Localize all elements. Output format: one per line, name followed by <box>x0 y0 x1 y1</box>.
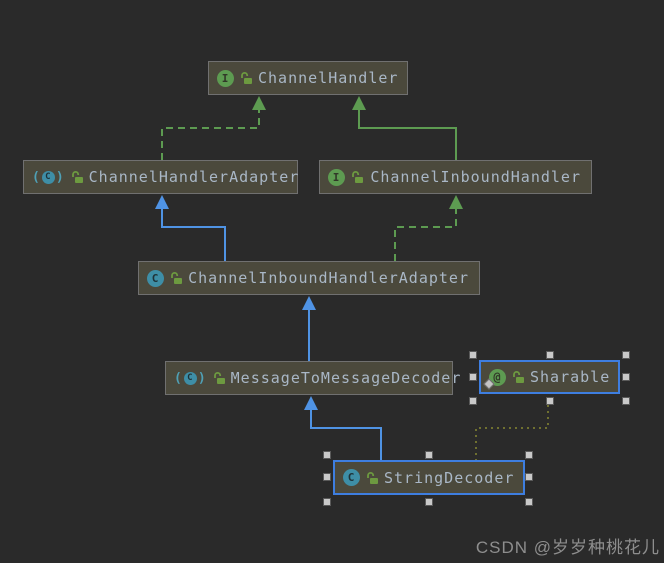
selection-handle[interactable] <box>469 373 477 381</box>
node-label: ChannelHandlerAdapter <box>88 168 300 186</box>
abstract-class-icon: (C) <box>32 169 65 185</box>
edge-channelhandleradapter-to-channelhandler <box>161 96 266 160</box>
edge-channelinboundhandleradapter-to-channelinboundhandler <box>394 195 463 261</box>
node-label: StringDecoder <box>384 468 515 487</box>
edge-messagetomessagedecoder-to-channelinboundhandleradapter <box>302 296 316 361</box>
edge-stringdecoder-to-messagetomessagedecoder <box>304 396 382 461</box>
selection-handle[interactable] <box>323 498 331 506</box>
node-label: ChannelInboundHandlerAdapter <box>188 269 469 287</box>
selection-handle[interactable] <box>525 498 533 506</box>
interface-icon: I <box>217 69 234 87</box>
selection-handle[interactable] <box>525 473 533 481</box>
node-label: ChannelHandler <box>258 69 399 87</box>
edge-channelinboundhandleradapter-to-channelhandleradapter <box>155 195 226 261</box>
unlocked-padlock-icon <box>70 170 84 184</box>
selection-handle[interactable] <box>546 351 554 359</box>
selection-handle[interactable] <box>622 373 630 381</box>
selection-handle[interactable] <box>323 473 331 481</box>
unlocked-padlock-icon <box>511 370 525 384</box>
node-sharable[interactable]: @ Sharable <box>479 360 620 394</box>
csdn-watermark: CSDN @岁岁种桃花儿 <box>475 538 660 557</box>
node-channelinboundhandler[interactable]: I ChannelInboundHandler <box>319 160 592 194</box>
interface-icon: I <box>328 168 345 186</box>
node-stringdecoder[interactable]: C StringDecoder <box>333 460 525 495</box>
annotation-icon: @ <box>483 368 506 390</box>
edge-channelinboundhandler-to-channelhandler <box>352 96 457 160</box>
node-label: Sharable <box>530 368 611 386</box>
node-label: ChannelInboundHandler <box>370 168 581 186</box>
selection-handle[interactable] <box>425 451 433 459</box>
unlocked-padlock-icon <box>239 71 253 85</box>
node-messagetomessagedecoder[interactable]: (C) MessageToMessageDecoder <box>165 361 460 395</box>
node-channelhandler[interactable]: I ChannelHandler <box>208 61 408 95</box>
selection-handle[interactable] <box>469 397 477 405</box>
unlocked-padlock-icon <box>365 471 379 485</box>
selection-handle[interactable] <box>425 498 433 506</box>
selection-handle[interactable] <box>323 451 331 459</box>
edge-stringdecoder-to-sharable-annotation <box>475 396 549 461</box>
selection-handle[interactable] <box>546 397 554 405</box>
selection-handle[interactable] <box>622 351 630 359</box>
abstract-class-icon: (C) <box>174 370 207 386</box>
selection-handle[interactable] <box>469 351 477 359</box>
node-label: MessageToMessageDecoder <box>230 369 462 387</box>
unlocked-padlock-icon <box>212 371 226 385</box>
unlocked-padlock-icon <box>350 170 364 184</box>
class-icon: C <box>343 469 360 486</box>
selection-handle[interactable] <box>525 451 533 459</box>
node-channelinboundhandleradapter[interactable]: C ChannelInboundHandlerAdapter <box>138 261 480 295</box>
node-channelhandleradapter[interactable]: (C) ChannelHandlerAdapter <box>23 160 298 194</box>
class-icon: C <box>147 269 164 287</box>
unlocked-padlock-icon <box>169 271 183 285</box>
selection-handle[interactable] <box>622 397 630 405</box>
